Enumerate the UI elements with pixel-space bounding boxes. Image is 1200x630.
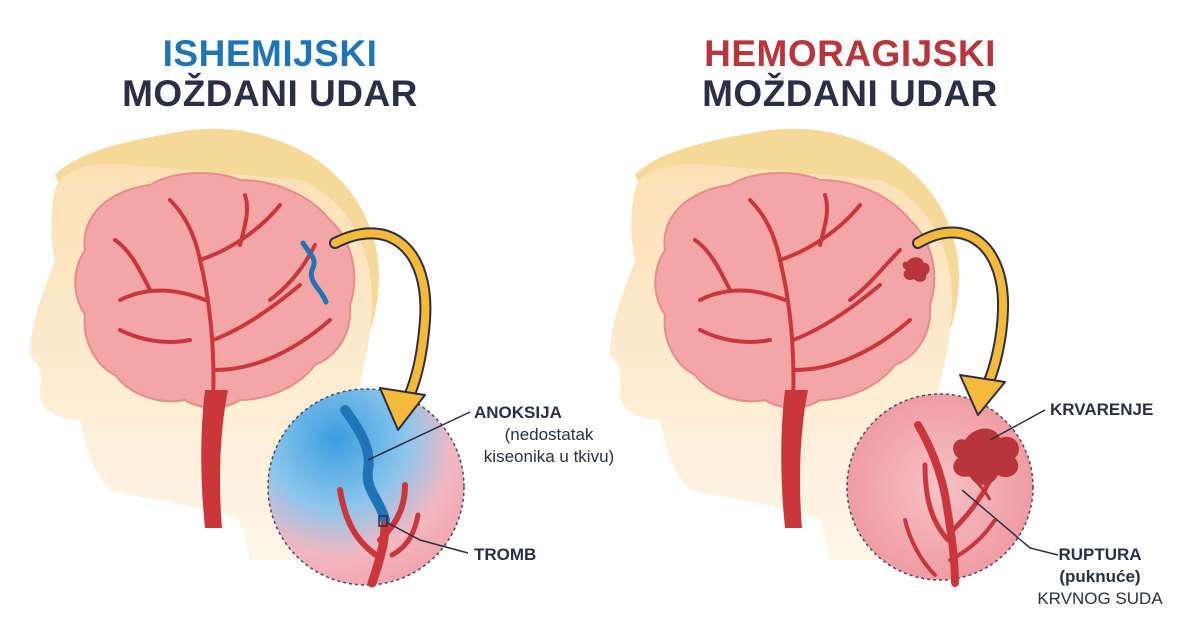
thrombus-label: TROMB: [474, 544, 536, 566]
hemorrhagic-title-line2: MOŽDANI UDAR: [702, 73, 998, 114]
right-brain: [654, 172, 936, 409]
rupture-label-title: RUPTURA: [1058, 545, 1142, 564]
rupture-label-line3: KRVNOG SUDA: [1037, 589, 1163, 608]
anoxia-label: ANOKSIJA (nedostatak kiseonika u tkivu): [474, 402, 624, 468]
left-zoom-arrow: [329, 227, 432, 431]
right-brainstem: [781, 390, 808, 528]
bleeding-leader-line: [989, 409, 1046, 441]
rupture-label: RUPTURA (puknuće) KRVNOG SUDA: [1035, 544, 1165, 610]
rupture-label-line2: (puknuće): [1059, 567, 1141, 586]
ischemic-title-line1: ISHEMIJSKI: [162, 33, 378, 74]
thrombus-label-title: TROMB: [474, 545, 537, 564]
ischemic-title-line2: MOŽDANI UDAR: [122, 73, 418, 114]
left-brain: [74, 172, 356, 409]
thrombus-leader-line: [385, 521, 469, 554]
bleeding-label-title: KRVARENJE: [1050, 400, 1154, 419]
left-brainstem: [201, 390, 228, 528]
right-zoom-arrow: [912, 226, 1010, 416]
left-zoom-circle: [267, 388, 465, 588]
anoxia-label-line3: kiseonika u tkivu): [483, 447, 615, 466]
right-head-figure: [610, 128, 959, 560]
hemorrhagic-title-line1: HEMORAGIJSKI: [704, 33, 996, 74]
anoxia-leader-line: [367, 411, 471, 461]
right-brain-bleed: [902, 257, 930, 282]
left-ischemic-vessel: [300, 240, 329, 305]
anoxia-label-line2: (nedostatak: [504, 425, 594, 444]
anoxia-label-title: ANOKSIJA: [474, 403, 562, 422]
rupture-leader-line: [961, 489, 1059, 556]
right-zoom-circle: [846, 393, 1034, 587]
right-vessels: [693, 193, 912, 402]
bleeding-label: KRVARENJE: [1050, 399, 1153, 421]
left-vessels: [113, 193, 332, 402]
right-hemorrhage-blob: [953, 428, 1020, 485]
ischemic-stroke-title: ISHEMIJSKI MOŽDANI UDAR: [90, 34, 450, 114]
hemorrhagic-stroke-title: HEMORAGIJSKI MOŽDANI UDAR: [670, 34, 1030, 114]
